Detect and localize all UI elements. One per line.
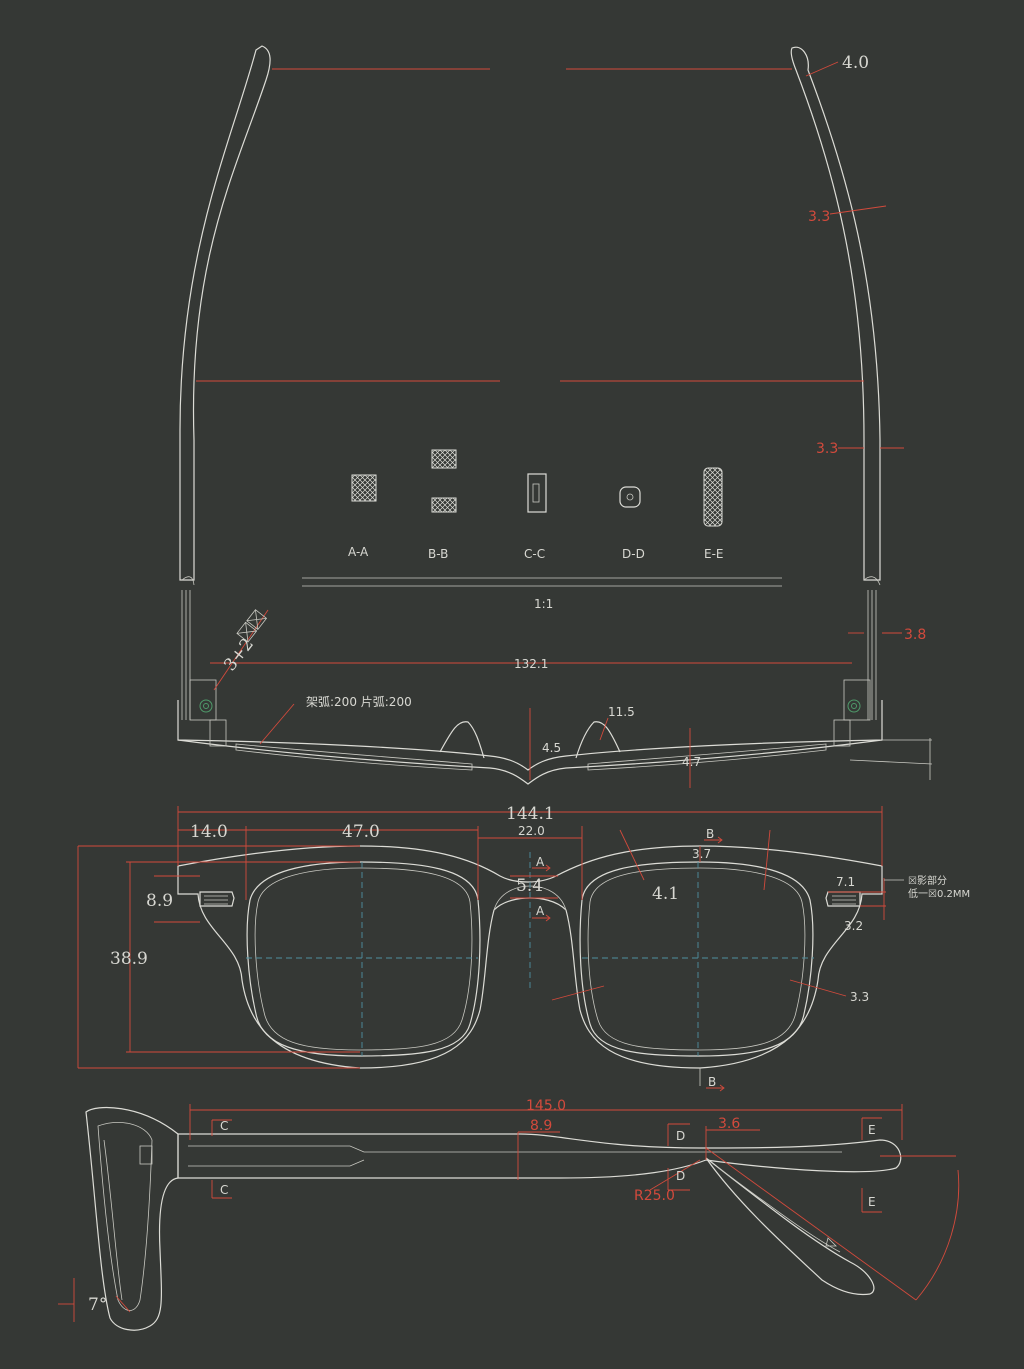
left-temple bbox=[179, 45, 271, 581]
section-d-top-marker: D bbox=[676, 1129, 685, 1143]
pantoscopic-angle-label: 7° bbox=[88, 1295, 107, 1315]
cross-sections: A-A B-B C-C D-D E-E 1:1 bbox=[302, 449, 782, 611]
temple-mid-thickness: 3.3 bbox=[808, 209, 830, 225]
rim-depth-label: 4.7 bbox=[682, 755, 701, 769]
left-hinge bbox=[189, 679, 227, 747]
side-view: 145.0 8.9 3.6 R25.0 7° C C D D E E bbox=[58, 1098, 960, 1331]
section-b-shape-top bbox=[431, 449, 457, 469]
section-c-top-marker: C bbox=[220, 1119, 228, 1133]
side-frame-profile bbox=[85, 1106, 179, 1331]
section-a-top-marker: A bbox=[536, 855, 545, 869]
right-hinge bbox=[833, 679, 871, 747]
right-lens bbox=[579, 861, 814, 1057]
lens-width-label: 47.0 bbox=[342, 822, 380, 842]
left-nose-pad bbox=[439, 721, 485, 759]
bend-radius-label: R25.0 bbox=[634, 1188, 675, 1204]
lens-height-label: 38.9 bbox=[110, 949, 148, 969]
rim-width-bottom-label: 3.3 bbox=[850, 990, 869, 1004]
end-piece-width-label: 14.0 bbox=[190, 822, 228, 842]
bridge-depth-label: 4.5 bbox=[542, 741, 561, 755]
front-rim-top-view bbox=[177, 700, 883, 771]
hinge-block-height-label: 8.9 bbox=[146, 891, 173, 911]
temple-length-label: 145.0 bbox=[526, 1098, 566, 1114]
hinge-screw-symbol bbox=[236, 609, 268, 643]
hinge-screw-note: 3+2 bbox=[220, 634, 258, 675]
section-b-shape-bottom bbox=[431, 497, 457, 513]
front-frame-outline bbox=[177, 845, 883, 1069]
left-lens bbox=[246, 861, 481, 1057]
temple-low-thickness: 3.3 bbox=[816, 441, 838, 457]
section-c-shape bbox=[527, 473, 547, 513]
section-e-bottom-marker: E bbox=[868, 1195, 876, 1209]
right-nose-pad bbox=[575, 721, 621, 759]
section-a-label: A-A bbox=[348, 545, 369, 559]
scale-label: 1:1 bbox=[534, 597, 553, 611]
right-hinge-block bbox=[825, 891, 861, 907]
section-b-label: B-B bbox=[428, 547, 448, 561]
temple-hinge-thickness: 3.8 bbox=[904, 627, 926, 643]
end-piece-offset-label: 3.2 bbox=[844, 919, 863, 933]
bridge-width-label: 22.0 bbox=[518, 824, 545, 838]
nosepad-height-label: 11.5 bbox=[608, 705, 635, 719]
section-b-bottom-marker: B bbox=[708, 1075, 716, 1089]
section-b-top-marker: B bbox=[706, 827, 714, 841]
section-a-shape bbox=[351, 474, 377, 502]
total-width-label: 144.1 bbox=[506, 804, 555, 824]
front-view: 144.1 14.0 47.0 22.0 38.9 8.9 5.4 3.7 4.… bbox=[77, 804, 970, 1092]
tip-thickness-label: 3.6 bbox=[718, 1116, 740, 1132]
left-hinge-block bbox=[199, 891, 235, 907]
bridge-height-label: 5.4 bbox=[516, 876, 543, 896]
rim-width-side-label: 4.1 bbox=[652, 884, 679, 904]
note-line-2: 低一☒0.2MM bbox=[908, 887, 970, 900]
bent-temple-tip bbox=[705, 1157, 875, 1296]
section-c-label: C-C bbox=[524, 547, 545, 561]
section-d-bottom-marker: D bbox=[676, 1169, 685, 1183]
section-e-label: E-E bbox=[704, 547, 724, 561]
section-d-label: D-D bbox=[622, 547, 645, 561]
temple-height-label: 8.9 bbox=[530, 1118, 552, 1134]
curvature-note: 架弧:200 片弧:200 bbox=[306, 695, 412, 709]
section-e-shape bbox=[703, 467, 723, 527]
end-piece-depth-label: 7.1 bbox=[836, 875, 855, 889]
section-c-bottom-marker: C bbox=[220, 1183, 228, 1197]
temple-tip-thickness: 4.0 bbox=[842, 53, 869, 73]
section-d-shape bbox=[619, 486, 641, 508]
note-line-1: ☒影部分 bbox=[908, 874, 947, 887]
rim-width-top-label: 3.7 bbox=[692, 847, 711, 861]
right-temple bbox=[790, 46, 881, 581]
inner-width-label: 132.1 bbox=[514, 657, 548, 671]
section-e-top-marker: E bbox=[868, 1123, 876, 1137]
top-view: 4.0 3.3 3.3 3.8 3+2 132.1 架弧:200 片弧:200 … bbox=[177, 45, 933, 788]
side-temple bbox=[177, 1133, 902, 1179]
section-a-bottom-marker: A bbox=[536, 904, 545, 918]
